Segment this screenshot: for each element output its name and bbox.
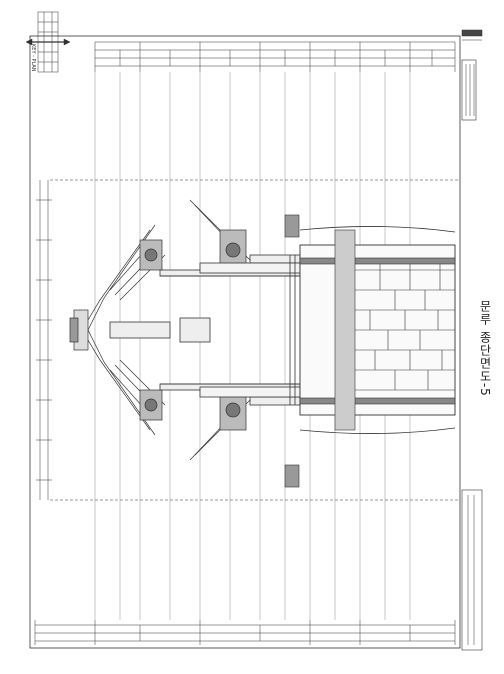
sheet-title: 문루 종단면도-5 [478,300,492,397]
key-plan [25,11,71,73]
sheet-border [29,35,461,649]
top-dimension-lines [94,41,456,72]
legend-scale [461,29,483,121]
notes-box [461,489,483,651]
bottom-dimension-lines [34,620,456,645]
key-plan-label: KEY - PLAN [30,44,36,72]
stone-foundation [284,214,456,488]
left-level-marks [36,179,460,501]
timber-frame [109,254,301,406]
